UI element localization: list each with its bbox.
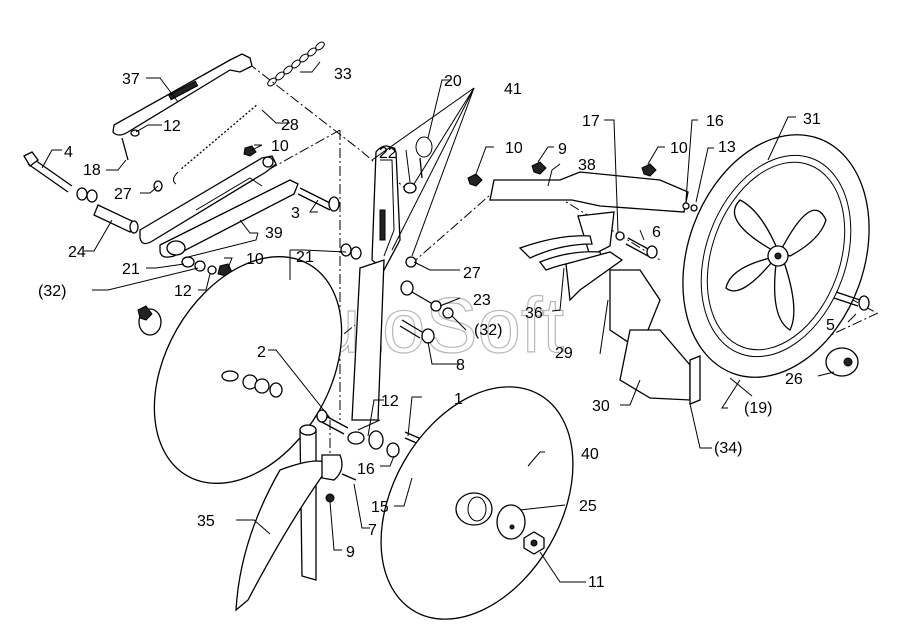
part-38-bracket: [467, 161, 698, 213]
label-31: 31: [803, 111, 821, 128]
label-13: 13: [718, 139, 736, 156]
label-22: 22: [379, 145, 397, 162]
label-33: 33: [334, 66, 352, 83]
label-11: 11: [588, 574, 605, 591]
label-15: 15: [371, 499, 389, 516]
label-10: 10: [670, 140, 688, 157]
part-41-shank: [351, 145, 401, 431]
part-4-bolt: [23, 151, 98, 203]
label-30: 30: [592, 398, 610, 415]
label-2: 2: [257, 344, 266, 361]
label-34: (34): [714, 440, 742, 457]
label-25: 25: [579, 498, 597, 515]
label-32: (32): [38, 283, 66, 300]
label-23: 23: [473, 292, 491, 309]
label-29: 29: [555, 345, 573, 362]
part-33-chain: [267, 41, 325, 87]
label-10: 10: [246, 251, 264, 268]
part-3-bolt: [297, 187, 340, 212]
label-40: 40: [581, 446, 599, 463]
label-17: 17: [582, 113, 600, 130]
part-labels: 37 33 12 28 4 18 10 27 3 24 39 21 10 (32…: [38, 66, 835, 591]
label-27: 27: [114, 186, 132, 203]
label-28: 28: [281, 117, 299, 134]
label-21: 21: [296, 249, 314, 266]
part-40-disc: [380, 386, 574, 620]
part-24-sleeve: [93, 204, 139, 234]
label-12: 12: [174, 283, 192, 300]
label-32: (32): [474, 322, 502, 339]
label-39: 39: [265, 225, 283, 242]
label-9: 9: [558, 141, 567, 158]
label-26: 26: [785, 371, 803, 388]
label-24: 24: [68, 244, 86, 261]
part-39-swing-arm: [139, 155, 299, 258]
part-36-scraper: [518, 211, 658, 271]
label-10: 10: [271, 138, 289, 155]
part-20-22-pin: [403, 136, 433, 194]
label-16: 16: [706, 113, 724, 130]
label-12: 12: [163, 118, 181, 135]
leader-lines: [41, 61, 857, 583]
label-8: 8: [456, 357, 465, 374]
part-28-spring: [172, 100, 262, 185]
label-3: 3: [291, 205, 300, 222]
part-31-wheel: [682, 134, 870, 378]
label-41: 41: [504, 81, 522, 98]
part-5-26-hub: [825, 291, 870, 377]
label-7: 7: [368, 522, 377, 539]
label-9: 9: [346, 544, 355, 561]
label-10: 10: [505, 140, 523, 157]
label-38: 38: [578, 157, 596, 174]
part-37-lever-arm: [112, 53, 253, 136]
label-19: (19): [744, 400, 772, 417]
label-4: 4: [64, 144, 73, 161]
small-parts-center: [340, 243, 454, 344]
label-35: 35: [197, 513, 215, 530]
label-6: 6: [652, 224, 661, 241]
label-1: 1: [454, 391, 463, 408]
label-36: 36: [525, 305, 543, 322]
label-12: 12: [381, 393, 399, 410]
label-37: 37: [122, 71, 140, 88]
label-21: 21: [122, 261, 140, 278]
label-5: 5: [826, 317, 835, 334]
label-27: 27: [463, 265, 481, 282]
label-16: 16: [357, 461, 375, 478]
label-18: 18: [83, 162, 101, 179]
label-20: 20: [444, 73, 462, 90]
part-35-coulter: [235, 424, 357, 612]
